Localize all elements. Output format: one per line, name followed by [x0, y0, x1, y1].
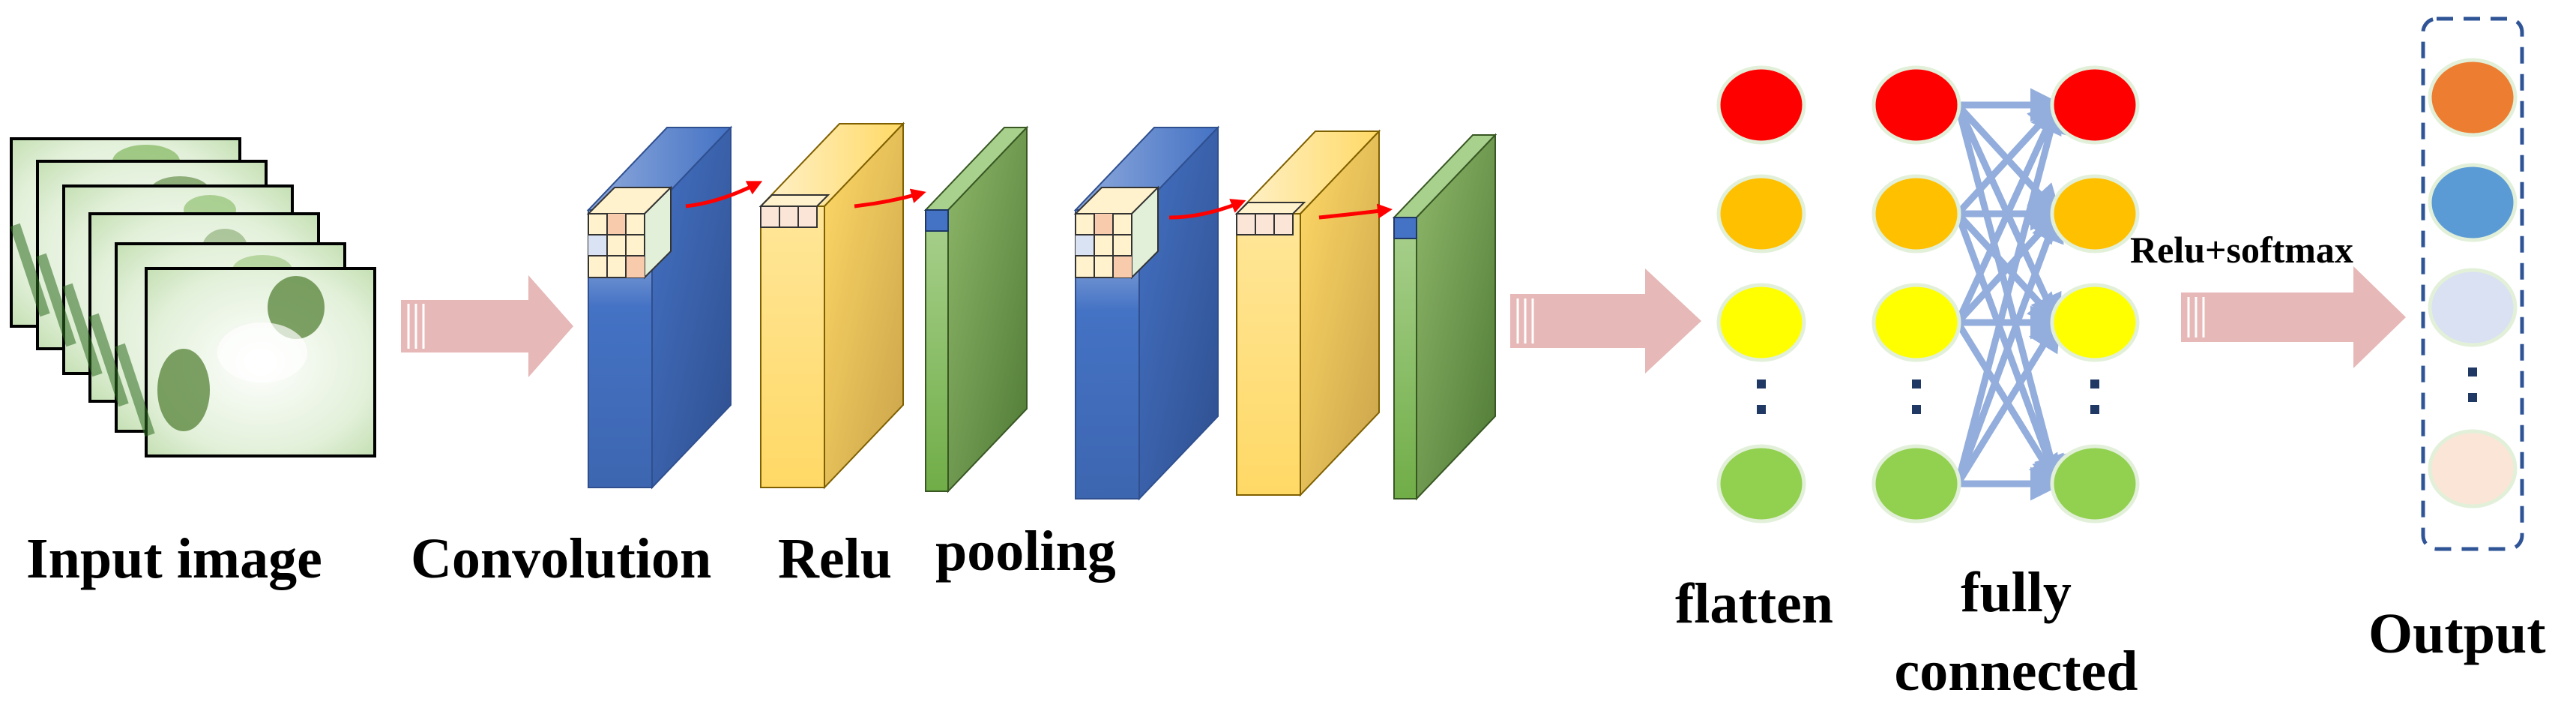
fully-connected-layer — [1871, 65, 2140, 524]
fc-in-neuron-yellow — [1871, 283, 1961, 362]
pool-unit-2 — [1393, 217, 1417, 239]
label-output: Output — [2368, 602, 2546, 665]
conv-block-2 — [1073, 125, 1220, 501]
fc-in-ellipsis — [1912, 380, 1921, 414]
arrow-input-to-conv — [401, 275, 573, 377]
fc-out-neuron-yellow — [2050, 283, 2140, 362]
output-ellipsis — [2468, 368, 2477, 402]
output-neuron-2 — [2428, 163, 2518, 242]
conv-block-1 — [586, 125, 733, 490]
flatten-neuron-green — [1716, 444, 1806, 524]
pool-block-2 — [1392, 133, 1497, 501]
fc-out-neuron-red — [2050, 65, 2140, 145]
relu-window-2 — [1234, 202, 1306, 236]
label-relu: Relu — [778, 527, 892, 590]
flatten-neuron-yellow — [1716, 283, 1806, 362]
label-input-image: Input image — [26, 527, 322, 590]
red-arrow-2 — [854, 188, 926, 208]
label-fully: fully — [1961, 561, 2072, 624]
fc-out-ellipsis — [2090, 380, 2099, 414]
output-neuron-4 — [2428, 429, 2518, 508]
pool-unit-1 — [925, 209, 949, 232]
fc-in-neuron-orange — [1871, 174, 1961, 254]
relu-block-1 — [758, 122, 905, 490]
label-activation: Relu+softmax — [2130, 229, 2353, 271]
fc-out-neuron-orange — [2050, 174, 2140, 254]
output-layer — [2421, 16, 2524, 551]
label-flatten: flatten — [1675, 572, 1833, 635]
label-convolution: Convolution — [411, 527, 711, 590]
fc-in-neuron-green — [1871, 444, 1961, 524]
flatten-neuron-red — [1716, 65, 1806, 145]
input-image-stack — [10, 137, 376, 458]
label-pooling: pooling — [935, 520, 1116, 583]
flatten-ellipsis — [1757, 380, 1766, 414]
relu-block-2 — [1234, 129, 1381, 497]
output-dashed-box — [2421, 16, 2524, 551]
flatten-layer — [1716, 65, 1806, 524]
fc-in-neuron-red — [1871, 65, 1961, 145]
input-frame-6 — [145, 267, 376, 458]
fc-out-neuron-green — [2050, 444, 2140, 524]
fc-connections — [1954, 88, 2067, 501]
arrow-fc-to-output — [2181, 266, 2406, 368]
relu-window-1 — [758, 194, 830, 228]
conv-kernel-2 — [1073, 185, 1160, 280]
red-arrow-1 — [685, 181, 763, 208]
output-neuron-1 — [2428, 58, 2518, 137]
red-arrow-3 — [1168, 199, 1246, 220]
pool-block-1 — [923, 125, 1029, 494]
flatten-neuron-orange — [1716, 174, 1806, 254]
arrow-pool-to-flatten — [1510, 268, 1701, 374]
label-connected: connected — [1894, 640, 2138, 703]
conv-kernel-1 — [586, 185, 673, 280]
red-arrow-4 — [1318, 203, 1393, 220]
output-neuron-3 — [2428, 268, 2518, 347]
